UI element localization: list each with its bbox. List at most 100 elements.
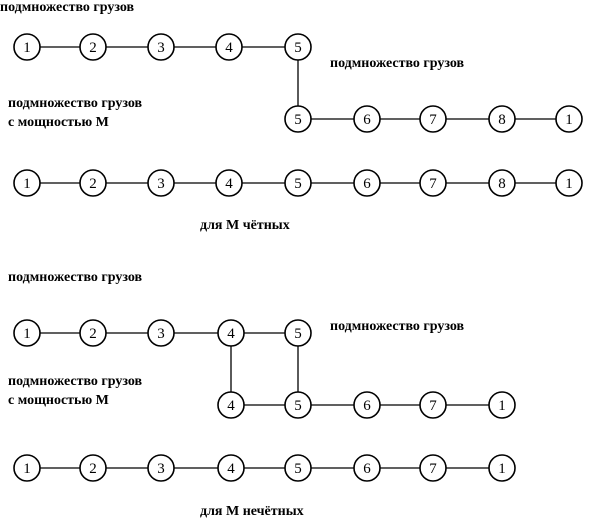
label-top-right-subset: подмножество грузов — [330, 56, 465, 71]
node-even_row1-2: 3 — [147, 33, 175, 61]
node-odd_row3-5: 6 — [353, 454, 381, 482]
node-circle — [147, 169, 175, 197]
edges-layer — [40, 46, 556, 469]
node-label: 2 — [89, 326, 97, 342]
node-circle — [13, 169, 41, 197]
label-top-power-line1: подмножество грузов — [8, 96, 143, 111]
node-odd_row3-2: 3 — [147, 454, 175, 482]
label-odd-caption: для М нечётных — [200, 504, 304, 519]
node-even_row1-4: 5 — [284, 33, 312, 61]
node-label: 8 — [498, 112, 506, 128]
node-label: 3 — [157, 176, 165, 192]
node-odd_row1-4: 5 — [284, 319, 312, 347]
node-label: 4 — [225, 40, 233, 56]
node-label: 4 — [227, 326, 235, 342]
node-even_row3-7: 8 — [488, 169, 516, 197]
node-circle — [353, 169, 381, 197]
node-circle — [13, 319, 41, 347]
node-odd_row2-4: 1 — [488, 391, 516, 419]
node-label: 5 — [294, 326, 302, 342]
node-even_row3-5: 6 — [353, 169, 381, 197]
node-label: 3 — [157, 326, 165, 342]
node-label: 6 — [363, 398, 371, 414]
node-circle — [419, 105, 447, 133]
node-label: 6 — [363, 461, 371, 477]
node-even_row3-8: 1 — [555, 169, 583, 197]
node-circle — [419, 391, 447, 419]
node-label: 1 — [565, 176, 573, 192]
node-odd_row2-3: 7 — [419, 391, 447, 419]
node-circle — [284, 105, 312, 133]
node-label: 1 — [23, 326, 31, 342]
node-label: 5 — [294, 112, 302, 128]
node-circle — [79, 33, 107, 61]
node-circle — [284, 391, 312, 419]
node-odd_row3-0: 1 — [13, 454, 41, 482]
node-label: 7 — [429, 112, 437, 128]
node-circle — [79, 169, 107, 197]
node-label: 5 — [294, 461, 302, 477]
node-label: 1 — [498, 398, 506, 414]
node-circle — [555, 169, 583, 197]
node-even_row1-1: 2 — [79, 33, 107, 61]
node-circle — [79, 454, 107, 482]
node-odd_row3-6: 7 — [419, 454, 447, 482]
node-label: 8 — [498, 176, 506, 192]
label-bottom-power-line1: подмножество грузов — [8, 374, 143, 389]
node-odd_row3-1: 2 — [79, 454, 107, 482]
node-circle — [488, 391, 516, 419]
node-circle — [215, 33, 243, 61]
node-even_row3-4: 5 — [284, 169, 312, 197]
node-circle — [284, 169, 312, 197]
node-label: 5 — [294, 40, 302, 56]
node-label: 1 — [498, 461, 506, 477]
node-circle — [79, 319, 107, 347]
node-odd_row1-3: 4 — [217, 319, 245, 347]
node-label: 2 — [89, 40, 97, 56]
node-even_row3-0: 1 — [13, 169, 41, 197]
node-circle — [147, 454, 175, 482]
node-label: 1 — [23, 176, 31, 192]
node-circle — [284, 319, 312, 347]
node-even_row3-3: 4 — [215, 169, 243, 197]
node-circle — [13, 454, 41, 482]
node-even_row1-3: 4 — [215, 33, 243, 61]
node-odd_row1-2: 3 — [147, 319, 175, 347]
node-odd_row3-7: 1 — [488, 454, 516, 482]
node-circle — [353, 391, 381, 419]
node-label: 6 — [363, 176, 371, 192]
node-circle — [353, 105, 381, 133]
node-label: 2 — [89, 461, 97, 477]
label-bottom-right-subset: подмножество грузов — [330, 319, 465, 334]
node-odd_row3-3: 4 — [217, 454, 245, 482]
node-label: 7 — [429, 398, 437, 414]
node-label: 1 — [565, 112, 573, 128]
node-circle — [284, 454, 312, 482]
node-circle — [419, 169, 447, 197]
node-even_row2-2: 7 — [419, 105, 447, 133]
node-odd_row2-0: 4 — [217, 391, 245, 419]
node-circle — [555, 105, 583, 133]
label-bottom-power-line2: с мощностью М — [8, 393, 109, 408]
node-label: 4 — [227, 398, 235, 414]
node-circle — [217, 391, 245, 419]
node-label: 3 — [157, 461, 165, 477]
node-circle — [284, 33, 312, 61]
node-circle — [13, 33, 41, 61]
label-top-power-line2: с мощностью М — [8, 115, 109, 130]
label-bottom-subset: подмножество грузов — [8, 270, 143, 285]
node-circle — [353, 454, 381, 482]
node-circle — [419, 454, 447, 482]
node-odd_row3-4: 5 — [284, 454, 312, 482]
node-label: 2 — [89, 176, 97, 192]
node-label: 6 — [363, 112, 371, 128]
node-odd_row2-1: 5 — [284, 391, 312, 419]
node-even_row3-1: 2 — [79, 169, 107, 197]
node-odd_row1-0: 1 — [13, 319, 41, 347]
node-label: 4 — [225, 176, 233, 192]
node-even_row3-6: 7 — [419, 169, 447, 197]
node-odd_row1-1: 2 — [79, 319, 107, 347]
node-circle — [147, 33, 175, 61]
